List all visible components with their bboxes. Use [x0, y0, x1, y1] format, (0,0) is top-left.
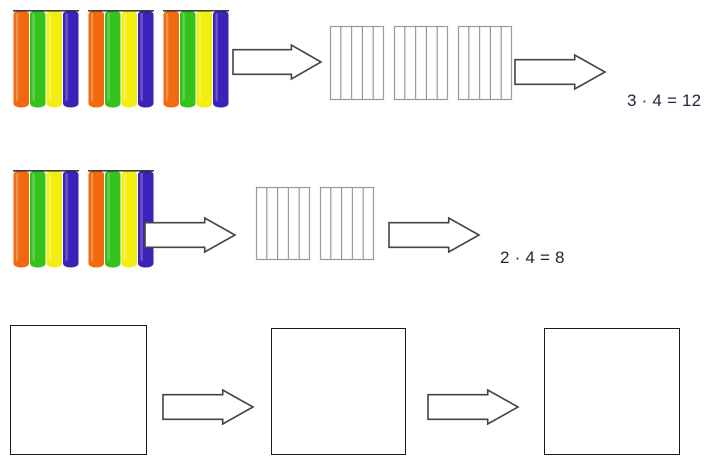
stick: [30, 10, 46, 108]
ten-frame-grid-5: [319, 186, 375, 261]
stick: [180, 10, 196, 108]
stick: [46, 170, 62, 268]
stick: [213, 10, 229, 108]
ten-frame-grid-4: [255, 186, 311, 261]
stick: [88, 170, 104, 268]
stick-bundle-5: [88, 170, 154, 268]
arrow-right-icon: [144, 216, 237, 254]
stick: [46, 10, 62, 108]
stick: [30, 170, 46, 268]
stick: [13, 170, 29, 268]
stick-bundle-2: [88, 10, 154, 108]
ten-frame-grid-3: [457, 25, 513, 101]
equation-row-2: 2 · 4 = 8: [500, 248, 565, 267]
stick: [105, 10, 121, 108]
empty-answer-box-2: [271, 328, 406, 455]
stick: [88, 10, 104, 108]
arrow-right-icon: [162, 388, 255, 426]
stick: [13, 10, 29, 108]
stick: [63, 10, 79, 108]
stick: [121, 10, 137, 108]
arrow-right-icon: [427, 388, 520, 426]
stick: [105, 170, 121, 268]
stick-bundle-1: [13, 10, 79, 108]
stick-bundle-3: [163, 10, 229, 108]
stick: [138, 10, 154, 108]
empty-answer-box-3: [544, 328, 680, 455]
arrow-right-icon: [232, 43, 323, 81]
ten-frame-grid-2: [393, 25, 449, 101]
stick: [163, 10, 179, 108]
arrow-right-icon: [388, 216, 481, 254]
ten-frame-grid-1: [329, 25, 385, 101]
equation-row-1: 3 · 4 = 12: [627, 91, 702, 110]
stick: [121, 170, 137, 268]
empty-answer-box-1: [10, 325, 147, 455]
arrow-right-icon: [514, 53, 607, 91]
stick-bundle-4: [13, 170, 79, 268]
stick: [196, 10, 212, 108]
stick: [63, 170, 79, 268]
